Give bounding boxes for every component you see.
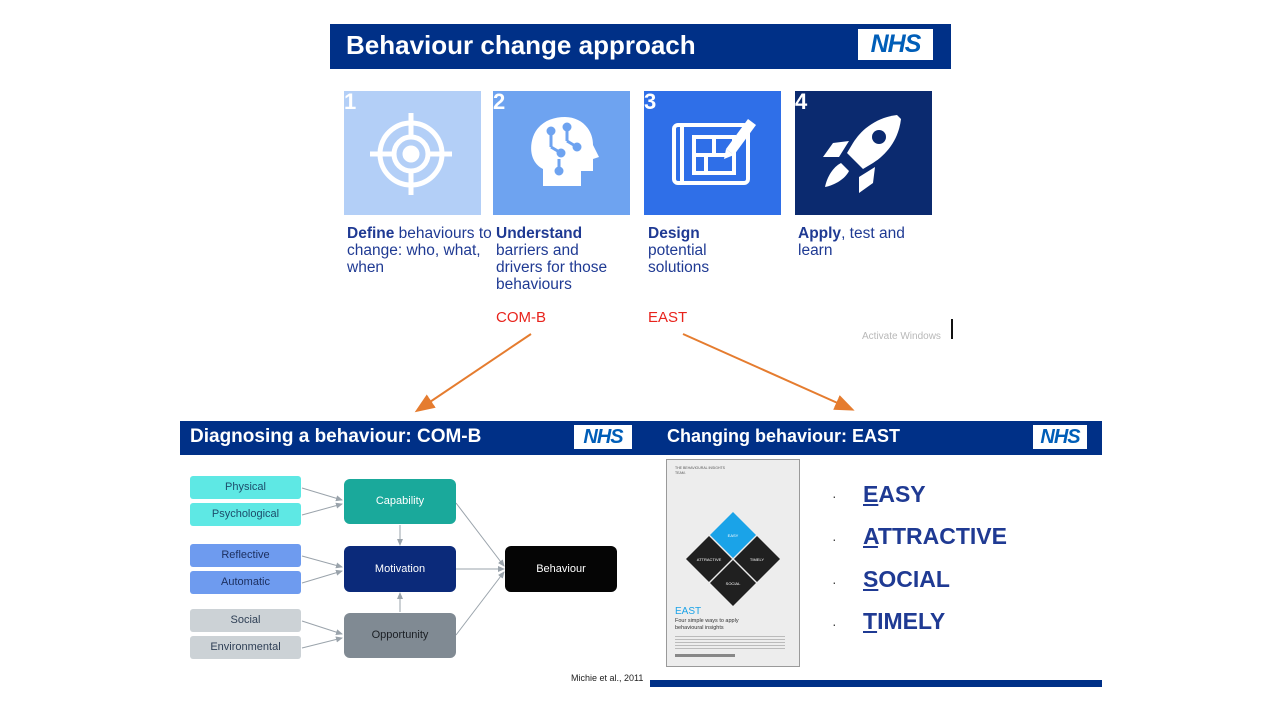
cover-logos <box>675 654 735 657</box>
east-method-label: EAST <box>648 309 688 326</box>
comb-input-label: Psychological <box>211 508 280 520</box>
comb-component-label: Motivation <box>374 563 426 575</box>
east-banner: Changing behaviour: EAST NHS <box>650 421 1102 455</box>
east-initial: S <box>863 566 879 592</box>
east-word-rest: IMELY <box>877 608 946 634</box>
rocket-icon <box>823 115 901 193</box>
east-item-timely: TIMELY <box>863 608 945 635</box>
comb-component-label: Capability <box>375 495 425 507</box>
comb-input-reflective: Reflective <box>190 544 301 567</box>
comb-input-label: Automatic <box>221 576 270 588</box>
step-tile-apply: 4 <box>795 91 932 215</box>
nhs-logo: NHS <box>858 29 933 60</box>
step-title: Apply <box>798 225 842 242</box>
step-text-define: Define behaviours to change: who, what, … <box>347 225 492 276</box>
step-description: barriers and drivers for those behaviour… <box>496 242 608 293</box>
comb-panel-title: Diagnosing a behaviour: COM-B <box>190 426 482 447</box>
step-tile-design: 3 <box>644 91 781 215</box>
comb-input-psychological: Psychological <box>190 503 301 526</box>
comb-input-label: Environmental <box>210 641 281 653</box>
step-description: potential solutions <box>648 242 710 276</box>
comb-input-label: Social <box>230 614 261 626</box>
comb-method-label: COM-B <box>496 309 546 326</box>
cover-title: EAST <box>675 606 702 617</box>
bullet-dot: · <box>832 531 837 547</box>
east-item-easy: EASY <box>863 481 926 508</box>
step-title: Define <box>347 225 395 242</box>
activate-windows-watermark: Activate Windows <box>862 331 941 342</box>
east-initial: A <box>863 523 878 549</box>
diamond-timely: TIMELY <box>750 557 764 562</box>
comb-input-label: Reflective <box>221 549 270 561</box>
comb-component-label: Opportunity <box>371 629 429 641</box>
step-text-apply: Apply, test and learn <box>798 225 938 259</box>
step-text-design: Design potential solutions <box>648 225 748 276</box>
comb-opportunity: Opportunity <box>344 613 456 658</box>
step-number: 2 <box>493 89 506 114</box>
nhs-logo: NHS <box>574 425 632 449</box>
diamond-social: SOCIAL <box>726 581 741 586</box>
step-number: 4 <box>795 89 808 114</box>
comb-capability: Capability <box>344 479 456 524</box>
nhs-logo-text: NHS <box>870 30 922 58</box>
top-banner: Behaviour change approach NHS <box>330 24 951 69</box>
comb-input-environmental: Environmental <box>190 636 301 659</box>
comb-input-label: Physical <box>225 481 266 493</box>
arrow-to-east <box>682 333 855 411</box>
cover-header: THE BEHAVIOURAL INSIGHTS TEAM. <box>675 466 725 475</box>
step-title: Design <box>648 225 700 242</box>
cover-authors-lines <box>675 636 785 650</box>
comb-input-social: Social <box>190 609 301 632</box>
step-description: , test and learn <box>798 225 905 259</box>
citation: Michie et al., 2011 <box>571 673 644 683</box>
comb-behaviour: Behaviour <box>505 546 617 592</box>
east-word-rest: TTRACTIVE <box>877 523 1007 549</box>
comb-banner: Diagnosing a behaviour: COM-B NHS <box>180 421 650 455</box>
step-tile-define: 1 <box>344 91 481 215</box>
comb-input-physical: Physical <box>190 476 301 499</box>
bullet-dot: · <box>832 574 837 590</box>
east-word-rest: ASY <box>878 481 926 507</box>
target-icon <box>370 113 452 195</box>
diamond-easy: EASY <box>728 533 739 538</box>
comb-motivation: Motivation <box>344 546 456 592</box>
east-item-attractive: ATTRACTIVE <box>863 523 1007 550</box>
east-word-rest: OCIAL <box>878 566 950 592</box>
step-number: 1 <box>344 89 357 114</box>
east-diamond-graphic: EASY ATTRACTIVE TIMELY SOCIAL <box>686 512 780 606</box>
nhs-logo: NHS <box>1033 425 1087 449</box>
east-initial: E <box>863 481 879 507</box>
step-tile-understand: 2 <box>493 91 630 215</box>
bullet-dot: · <box>832 616 837 632</box>
east-initial: T <box>863 608 878 634</box>
bullet-dot: · <box>832 488 837 504</box>
nhs-logo-text: NHS <box>1040 426 1080 448</box>
comb-outcome-label: Behaviour <box>536 563 586 575</box>
nhs-logo-text: NHS <box>583 426 623 448</box>
diamond-attractive: ATTRACTIVE <box>697 557 722 562</box>
step-text-understand: Understand barriers and drivers for thos… <box>496 225 626 293</box>
step-number: 3 <box>644 89 657 114</box>
east-item-social: SOCIAL <box>863 566 950 593</box>
east-report-cover: THE BEHAVIOURAL INSIGHTS TEAM. EASY ATTR… <box>666 459 800 667</box>
step-description: behaviours to change: who, what, when <box>347 225 492 276</box>
blueprint-pencil-icon <box>672 119 756 185</box>
east-footer-bar <box>650 680 1102 687</box>
text-cursor <box>951 319 953 339</box>
brain-circuit-icon <box>531 117 599 186</box>
step-title: Understand <box>496 225 583 242</box>
cover-subtitle: Four simple ways to apply behavioural in… <box>675 618 739 631</box>
arrow-to-comb <box>414 333 532 413</box>
comb-input-automatic: Automatic <box>190 571 301 594</box>
east-panel-title: Changing behaviour: EAST <box>667 426 901 446</box>
page-title: Behaviour change approach <box>346 30 696 60</box>
